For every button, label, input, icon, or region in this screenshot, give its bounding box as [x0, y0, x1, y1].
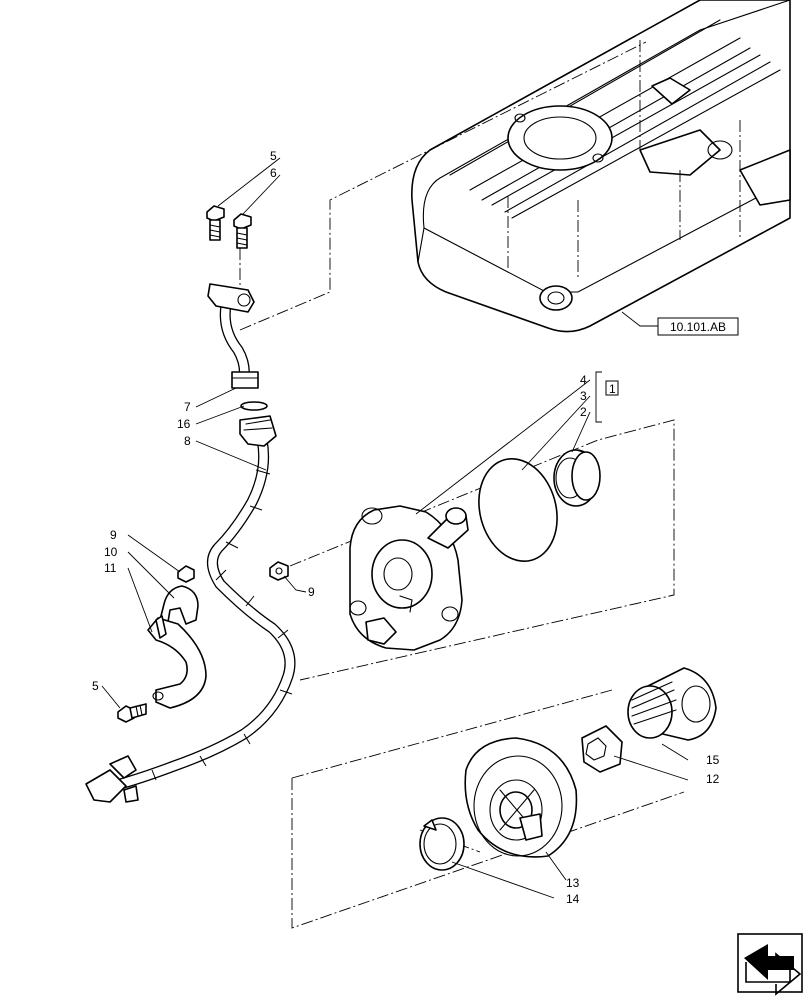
next-page-arrow-icon[interactable]: [737, 933, 803, 996]
breather-tube-upper: [207, 283, 259, 389]
adapter-15: [627, 667, 717, 741]
bolt-6: [233, 213, 252, 249]
callout-1-box: [605, 380, 619, 396]
nut-9-left: [177, 565, 195, 583]
seal-2: [553, 449, 601, 507]
callout-2: 2: [580, 405, 587, 419]
callout-14: 14: [566, 892, 580, 906]
callout-13: 13: [566, 876, 580, 890]
callout-labels: 5 6 7 16 8 9 10 11 5 9 4 3 2 1 15 12 13 …: [92, 149, 720, 906]
leader-lines: [101, 157, 689, 899]
snap-ring-14: [419, 817, 465, 871]
callout-4: 4: [580, 373, 587, 387]
callout-1: 1: [609, 382, 616, 396]
spacer-12: [581, 725, 623, 773]
callout-5-top: 5: [270, 149, 277, 163]
reference-label: 10.101.AB: [670, 320, 726, 334]
breather-hose-8: [85, 415, 296, 803]
bolt-5-bottom: [117, 703, 147, 723]
callout-16: 16: [177, 417, 191, 431]
callout-9-mid: 9: [308, 585, 315, 599]
callout-8: 8: [184, 434, 191, 448]
o-ring-3: [478, 458, 558, 562]
valve-cover: [411, 0, 791, 333]
callout-15: 15: [706, 753, 720, 767]
callout-6: 6: [270, 166, 277, 180]
bolt-5-top: [206, 205, 225, 241]
callout-5-bottom: 5: [92, 679, 99, 693]
o-ring-16: [240, 401, 268, 411]
callout-11: 11: [104, 561, 117, 575]
callout-12: 12: [706, 772, 720, 786]
callout-3: 3: [580, 389, 587, 403]
nut-9-mid: [269, 561, 289, 581]
callout-10: 10: [104, 545, 118, 559]
reference-box[interactable]: 10.101.AB: [621, 311, 739, 336]
clamp-10: [159, 585, 199, 625]
bracket-11: [147, 615, 207, 709]
callout-7: 7: [184, 400, 191, 414]
separator-housing-4: [349, 505, 469, 651]
callout-9-left: 9: [110, 528, 117, 542]
rotor-13: [464, 737, 578, 858]
